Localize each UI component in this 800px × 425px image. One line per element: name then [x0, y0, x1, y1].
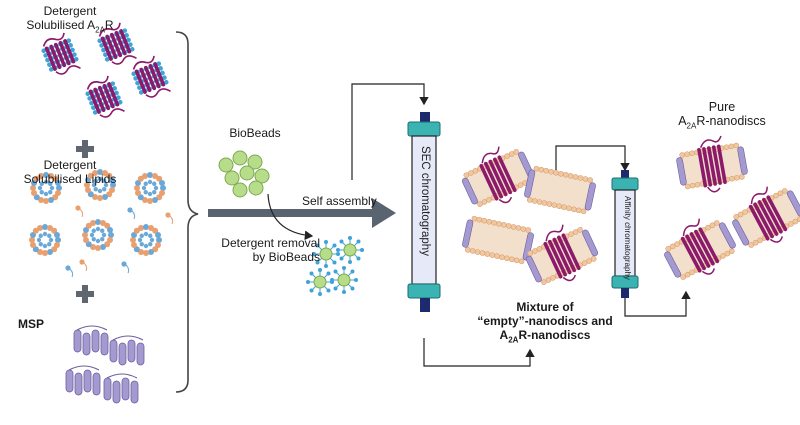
main-arrow — [208, 198, 396, 228]
connector-to-sec — [351, 83, 429, 180]
biobead-icon — [232, 182, 248, 198]
self-assembly-label: Self assembly — [302, 194, 377, 208]
affinity-column — [611, 170, 639, 298]
plus-icon — [76, 140, 94, 158]
biobead-icon — [224, 170, 240, 186]
receptor-micelle-icon — [131, 55, 171, 98]
free-lipid-icon — [127, 207, 136, 220]
receptor-micelle-icon — [41, 32, 81, 75]
receptor-micelle-icon — [97, 22, 137, 65]
biobead-icon — [254, 168, 270, 184]
msp-icon — [109, 335, 145, 366]
free-lipid-icon — [121, 261, 130, 274]
free-lipid-icon — [79, 259, 88, 272]
biobead-removal-arrow — [267, 193, 314, 241]
lipid-micelle-icon — [82, 219, 114, 251]
empty-nanodisc-icon — [524, 165, 596, 215]
pure-label-suffix: R-nanodiscs — [696, 114, 766, 128]
input-brace — [175, 31, 199, 393]
mixture-label-line1: Mixture of — [516, 300, 574, 314]
msp-icon — [103, 373, 139, 404]
pure-label-prefix: A — [678, 114, 687, 128]
receptor-label-prefix: Solubilised A — [26, 18, 96, 32]
pure-label-line2: A2AR-nanodiscs — [662, 114, 782, 134]
mixture-label-line3: A2AR-nanodiscs — [460, 328, 630, 347]
free-lipid-icon — [165, 212, 174, 225]
detergent-biobead-icon — [336, 236, 364, 264]
affinity-column-label: Affinity chromatography — [623, 196, 632, 280]
connector-to-pure — [624, 290, 691, 317]
lipid-micelle-icon — [84, 169, 116, 201]
msp-icon — [73, 325, 109, 356]
removal-label: Detergent removal by BioBeads — [210, 236, 320, 264]
biobead-icon — [218, 157, 234, 173]
connector-sec-out — [423, 338, 535, 367]
detergent-biobead-icon — [306, 268, 334, 296]
detergent-biobead-icon — [330, 266, 358, 294]
receptor-micelle-icon — [85, 75, 125, 118]
sec-column — [407, 112, 441, 312]
plus-icon — [76, 285, 94, 303]
lipid-micelle-icon — [134, 172, 166, 204]
receptor-nanodisc-icon — [525, 224, 599, 285]
lipid-micelle-icon — [29, 224, 61, 256]
removal-label-line2: by BioBeads — [252, 250, 320, 264]
pure-label-line1: Pure — [708, 100, 736, 114]
receptor-label-subscript: 2A — [95, 25, 105, 35]
lipids-label: Detergent Solubilised Lipids — [14, 158, 126, 186]
receptor-label-line1: Detergent — [43, 4, 97, 18]
lipids-label-line1: Detergent — [43, 158, 97, 172]
mixture-label: Mixture of “empty”-nanodiscs and A2AR-na… — [460, 300, 630, 347]
sec-column-label: SEC chromatography — [419, 146, 431, 256]
biobead-icon — [247, 154, 263, 170]
lipid-micelle-icon — [130, 224, 162, 256]
empty-nanodisc-icon — [462, 215, 534, 265]
pure-label-subscript: 2A — [686, 121, 697, 131]
detergent-biobead-icon — [312, 240, 340, 268]
biobeads-label: BioBeads — [229, 126, 281, 140]
free-lipid-icon — [65, 265, 74, 278]
mixture-label-subscript: 2A — [508, 335, 519, 345]
receptor-label-suffix: R — [104, 18, 114, 32]
removal-label-line1: Detergent removal — [221, 236, 320, 250]
lipids-label-line2: Solubilised Lipids — [23, 172, 117, 186]
biobead-icon — [239, 165, 255, 181]
pure-label: Pure A2AR-nanodiscs — [662, 100, 782, 134]
receptor-nanodisc-icon — [732, 186, 800, 248]
receptor-nanodisc-icon — [664, 218, 736, 280]
receptor-nanodisc-icon — [461, 146, 535, 207]
receptor-nanodisc-icon — [676, 135, 748, 193]
lipid-micelle-icon — [30, 172, 62, 204]
biobead-icon — [232, 150, 248, 166]
connector-to-affinity — [555, 145, 630, 172]
msp-icon — [65, 365, 101, 396]
msp-label: MSP — [18, 317, 45, 331]
mixture-label-suffix: R-nanodiscs — [518, 328, 591, 342]
free-lipid-icon — [75, 205, 84, 218]
mixture-label-prefix: A — [499, 328, 509, 342]
receptor-label: Detergent Solubilised A2AR — [22, 4, 118, 37]
mixture-label-line2: “empty”-nanodiscs and — [477, 314, 613, 328]
biobead-icon — [248, 180, 264, 196]
receptor-label-line2: Solubilised A2AR — [22, 18, 118, 37]
